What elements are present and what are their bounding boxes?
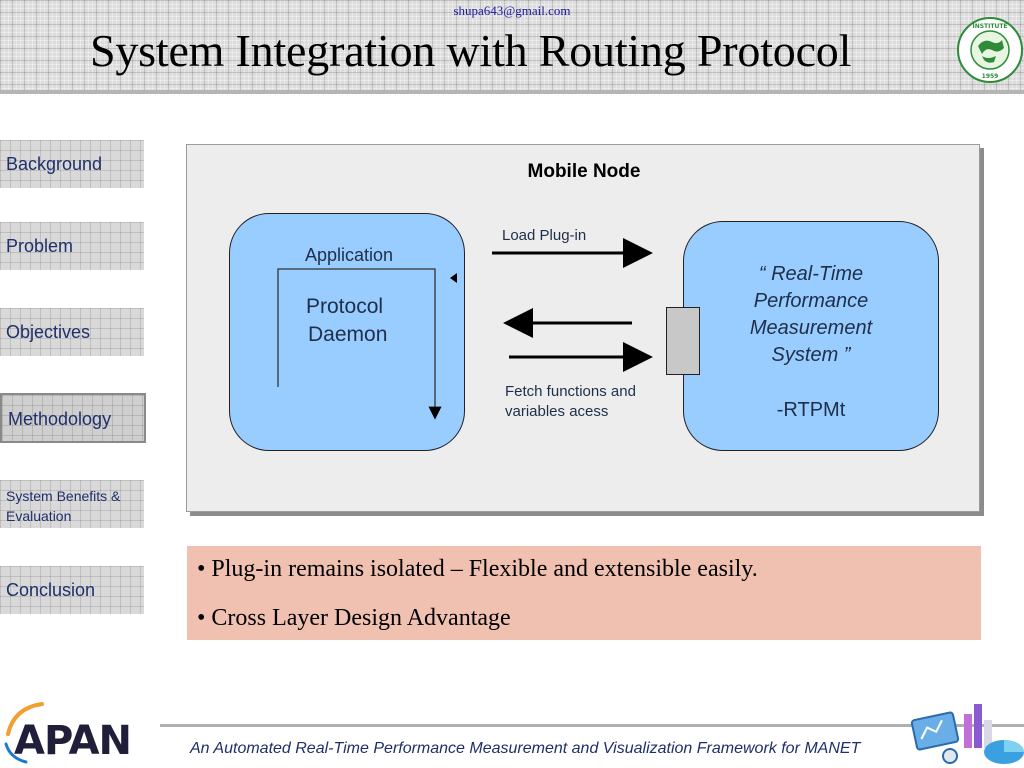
protocol-label: Protocol <box>306 295 384 318</box>
application-box <box>229 213 465 451</box>
load-plugin-label: Load Plug-in <box>502 227 587 244</box>
daemon-loop-arrow <box>277 268 442 420</box>
apan-logo-text: APAN <box>14 718 131 764</box>
header-banner <box>0 0 1024 92</box>
daemon-label: Daemon <box>308 323 388 346</box>
rtpm-line4: System ” <box>771 344 851 366</box>
rtpm-line3: Measurement <box>749 317 873 339</box>
slide-title: System Integration with Routing Protocol <box>90 25 852 76</box>
rtpm-line2: Performance <box>753 290 869 312</box>
mobile-node-diagram: Mobile Node Application Protocol Daemon … <box>186 144 980 512</box>
footer-divider <box>160 724 1024 727</box>
svg-text:INSTITUTE: INSTITUTE <box>972 23 1007 30</box>
bullet-isolated: • Plug-in remains isolated – Flexible an… <box>197 556 758 582</box>
key-points-box: • Plug-in remains isolated – Flexible an… <box>187 546 981 640</box>
header-divider <box>0 90 1024 94</box>
plugin-connector <box>666 307 700 375</box>
fetch-label-line1: Fetch functions and <box>505 383 636 400</box>
svg-text:1959: 1959 <box>982 73 999 80</box>
diagram-title: Mobile Node <box>527 161 641 182</box>
fetch-label-line2: variables acess <box>505 403 609 420</box>
institute-seal-icon: INSTITUTE 1959 <box>957 17 1023 83</box>
application-label: Application <box>305 245 394 265</box>
author-email[interactable]: shupa643@gmail.com <box>453 3 571 18</box>
rtpm-line1: “ Real-Time <box>758 263 864 285</box>
charts-clipart-icon <box>910 704 1024 764</box>
rtpm-title: “ Real-Time Performance Measurement Syst… <box>713 261 909 369</box>
nav-item-problem[interactable]: Problem <box>0 222 144 270</box>
nav-item-background[interactable]: Background <box>0 140 144 188</box>
nav-item-system-benefits[interactable]: System Benefits & Evaluation <box>0 480 144 528</box>
nav-item-objectives[interactable]: Objectives <box>0 308 144 356</box>
bullet-cross-layer: • Cross Layer Design Advantage <box>197 605 511 631</box>
nav-item-conclusion[interactable]: Conclusion <box>0 566 144 614</box>
small-pointer-icon <box>450 273 457 283</box>
nav-item-methodology[interactable]: Methodology <box>0 393 146 443</box>
apan-logo: APAN <box>4 702 132 764</box>
footer-tagline: An Automated Real-Time Performance Measu… <box>190 740 861 757</box>
rtpm-box <box>683 221 939 451</box>
diagram-arrows <box>277 238 653 420</box>
rtpm-abbr: -RTPMt <box>776 399 846 421</box>
